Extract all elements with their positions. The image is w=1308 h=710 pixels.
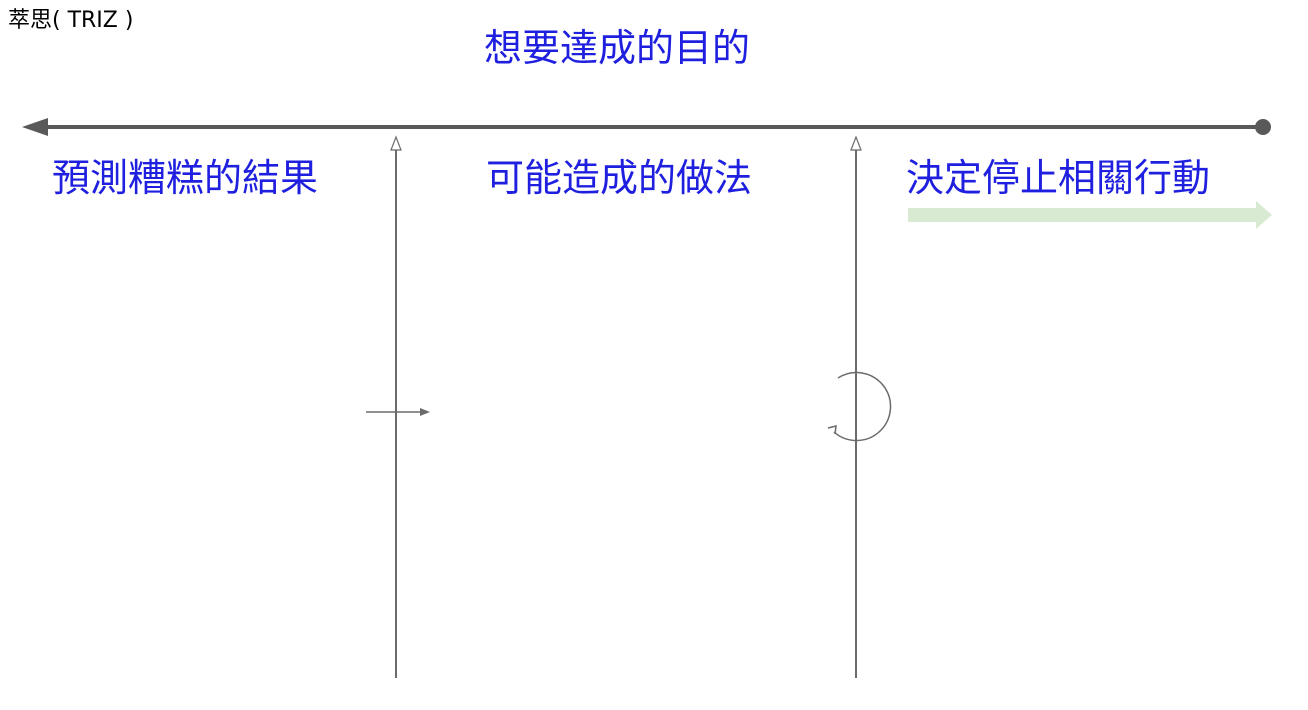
main-direction-arrow — [22, 118, 1262, 136]
loop-arrow — [827, 371, 892, 442]
column-label-bad-outcome: 預測糟糕的結果 — [52, 156, 319, 200]
green-forward-arrow — [908, 201, 1272, 229]
column-label-possible-actions: 可能造成的做法 — [486, 156, 753, 200]
divider-line-left — [390, 135, 402, 678]
divider-line-right — [850, 135, 862, 678]
timeline-origin-dot — [1255, 119, 1271, 135]
small-right-arrow — [366, 408, 430, 416]
corner-title: 萃思( TRIZ ) — [8, 8, 134, 33]
goal-heading: 想要達成的目的 — [484, 26, 751, 70]
column-label-stop-actions: 決定停止相關行動 — [906, 156, 1211, 200]
